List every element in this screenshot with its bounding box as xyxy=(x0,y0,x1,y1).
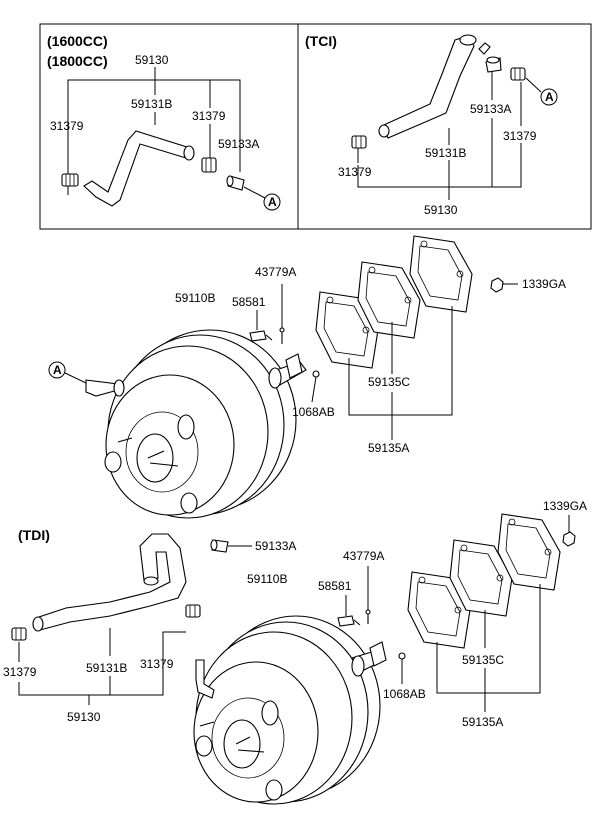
svg-text:A: A xyxy=(53,363,62,377)
tdi-label-59133a: 59133A xyxy=(255,539,296,553)
tdi-label-59135c: 59135C xyxy=(462,653,504,667)
gas-label-31379-left: 31379 xyxy=(50,119,84,133)
tdi-clamp-right xyxy=(185,604,201,618)
upper-label-43779a: 43779A xyxy=(255,265,296,279)
gas-ref-a-callout: A xyxy=(263,193,281,211)
svg-text:A: A xyxy=(545,90,554,104)
upper-booster-assembly: A xyxy=(48,235,566,519)
tdi-clevis-pin xyxy=(365,609,371,624)
gas-label-59130: 59130 xyxy=(135,53,169,67)
tdi-label-59130: 59130 xyxy=(67,710,101,724)
gas-clamp-right xyxy=(201,157,217,173)
tci-label-31379-right: 31379 xyxy=(503,129,537,143)
tdi-label-1339ga: 1339GA xyxy=(543,499,587,513)
tci-hose-panel: (TCI) A xyxy=(305,33,558,217)
tci-label-31379-left: 31379 xyxy=(338,165,372,179)
tci-clamp-right xyxy=(510,67,526,81)
top-frame xyxy=(39,23,592,230)
tdi-clevis xyxy=(369,641,406,667)
gas-label-31379-right: 31379 xyxy=(192,109,226,123)
upper-gasket-front xyxy=(315,291,379,369)
gas-check-valve xyxy=(226,175,245,191)
upper-label-58581: 58581 xyxy=(232,295,266,309)
tdi-nut xyxy=(562,531,576,547)
tdi-label-58581: 58581 xyxy=(318,579,352,593)
svg-text:A: A xyxy=(268,195,277,209)
tdi-gasket-rear xyxy=(497,513,561,591)
gas-hose-panel: (1600CC) (1800CC) xyxy=(47,33,281,211)
tdi-clamp-left xyxy=(11,627,27,641)
tdi-brake-booster xyxy=(193,615,385,805)
tdi-label-59135a: 59135A xyxy=(462,715,503,729)
upper-label-1068ab: 1068AB xyxy=(292,405,335,419)
tdi-check-valve xyxy=(210,539,229,553)
tdi-label-31379-right: 31379 xyxy=(140,657,174,671)
gas-variant-1600: (1600CC) xyxy=(47,33,108,49)
tdi-label-59131b: 59131B xyxy=(86,661,127,675)
tci-ref-a-callout: A xyxy=(540,88,558,106)
tdi-label-1068ab: 1068AB xyxy=(383,687,426,701)
tdi-label-31379-left: 31379 xyxy=(3,665,37,679)
booster-ref-a-callout: A xyxy=(48,361,66,379)
tci-label-59131b: 59131B xyxy=(425,146,466,160)
tci-clamp-left xyxy=(351,135,367,149)
upper-clevis-pin xyxy=(279,327,285,344)
tdi-label-43779a: 43779A xyxy=(343,549,384,563)
upper-bolt xyxy=(249,330,273,342)
tdi-label-59110b: 59110B xyxy=(247,572,287,586)
tdi-bolt xyxy=(337,615,361,627)
gas-variant-1800: (1800CC) xyxy=(47,53,108,69)
tci-fitting xyxy=(478,42,491,55)
upper-gasket-rear xyxy=(409,235,473,313)
gas-label-59133a: 59133A xyxy=(218,137,259,151)
upper-brake-booster xyxy=(85,329,307,519)
tci-title: (TCI) xyxy=(305,33,337,49)
tci-check-valve xyxy=(485,56,502,73)
tdi-assembly: (TDI) xyxy=(3,499,587,805)
upper-label-1339ga: 1339GA xyxy=(522,277,566,291)
gas-label-59131b: 59131B xyxy=(131,97,172,111)
gas-clamp-left xyxy=(61,173,79,187)
upper-label-59135a: 59135A xyxy=(368,441,409,455)
tci-label-59130: 59130 xyxy=(424,203,458,217)
upper-nut xyxy=(490,277,504,293)
upper-clevis xyxy=(285,353,320,379)
upper-label-59135c: 59135C xyxy=(368,375,410,389)
upper-label-59110b: 59110B xyxy=(175,291,215,305)
tdi-gasket-middle xyxy=(449,539,513,617)
tdi-hose xyxy=(32,533,187,632)
upper-gasket-middle xyxy=(357,261,421,339)
tci-label-59133a: 59133A xyxy=(470,102,511,116)
tdi-title: (TDI) xyxy=(18,527,50,543)
